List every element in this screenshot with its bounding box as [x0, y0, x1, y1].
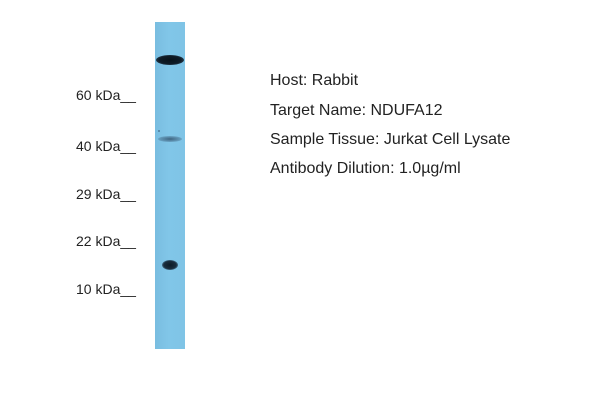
target-name-label: Target Name: NDUFA12: [270, 102, 443, 119]
marker-29-kda: 29 kDa__: [76, 186, 136, 202]
band-strong-high-mw: [156, 55, 184, 65]
blot-lane: [155, 22, 185, 349]
antibody-dilution-label: Antibody Dilution: 1.0µg/ml: [270, 160, 461, 177]
sample-tissue-label: Sample Tissue: Jurkat Cell Lysate: [270, 131, 511, 148]
lane-speck: [158, 130, 160, 132]
marker-10-kda: 10 kDa__: [76, 281, 136, 297]
band-low-mw: [162, 260, 178, 270]
marker-22-kda: 22 kDa__: [76, 233, 136, 249]
marker-60-kda: 60 kDa__: [76, 87, 136, 103]
host-label: Host: Rabbit: [270, 72, 359, 89]
band-faint: [158, 136, 182, 142]
marker-40-kda: 40 kDa__: [76, 138, 136, 154]
